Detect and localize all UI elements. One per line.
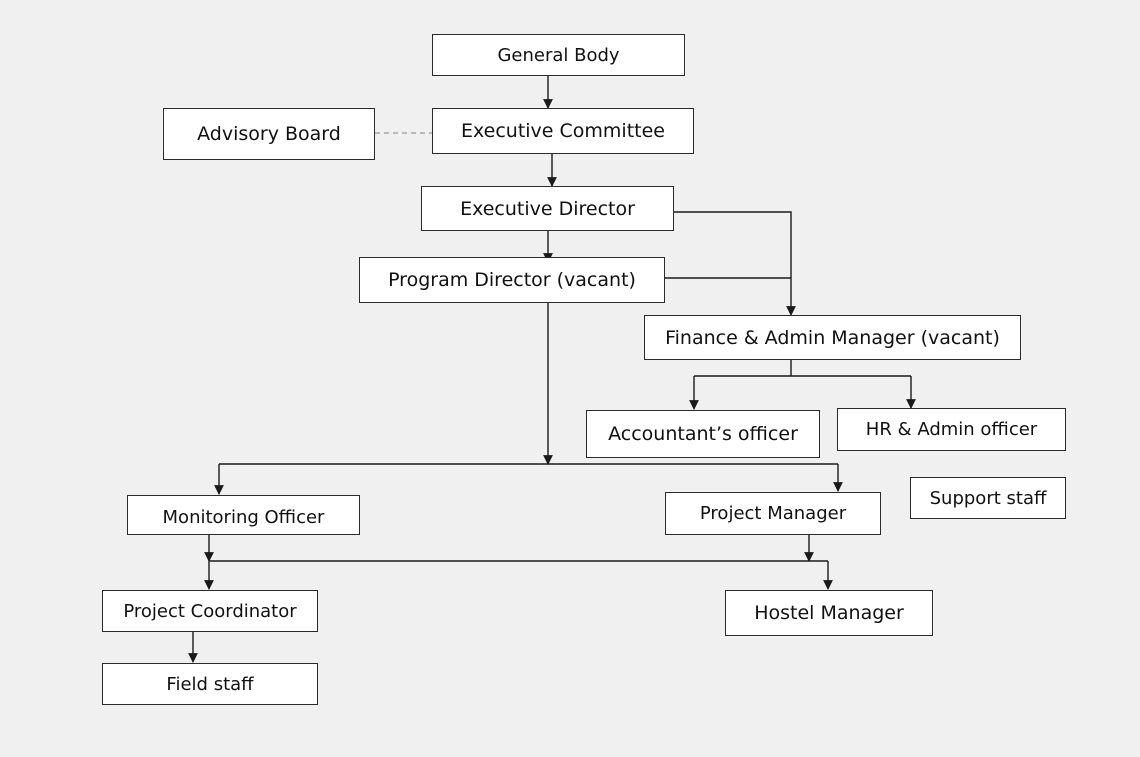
node-hr-admin-officer: HR & Admin officer bbox=[837, 408, 1066, 451]
node-accountants-officer: Accountant’s officer bbox=[586, 410, 820, 458]
node-executive-committee: Executive Committee bbox=[432, 108, 694, 154]
node-finance-admin-manager: Finance & Admin Manager (vacant) bbox=[644, 315, 1021, 360]
node-program-director: Program Director (vacant) bbox=[359, 257, 665, 303]
node-support-staff: Support staff bbox=[910, 477, 1066, 519]
node-executive-director: Executive Director bbox=[421, 186, 674, 231]
node-advisory-board: Advisory Board bbox=[163, 108, 375, 160]
node-project-manager: Project Manager bbox=[665, 492, 881, 535]
node-hostel-manager: Hostel Manager bbox=[725, 590, 933, 636]
line-executive-director-to-finance bbox=[674, 211, 796, 316]
node-field-staff: Field staff bbox=[102, 663, 318, 705]
node-general-body: General Body bbox=[432, 34, 685, 76]
node-monitoring-officer: Monitoring Officer bbox=[127, 495, 360, 535]
node-project-coordinator: Project Coordinator bbox=[102, 590, 318, 632]
